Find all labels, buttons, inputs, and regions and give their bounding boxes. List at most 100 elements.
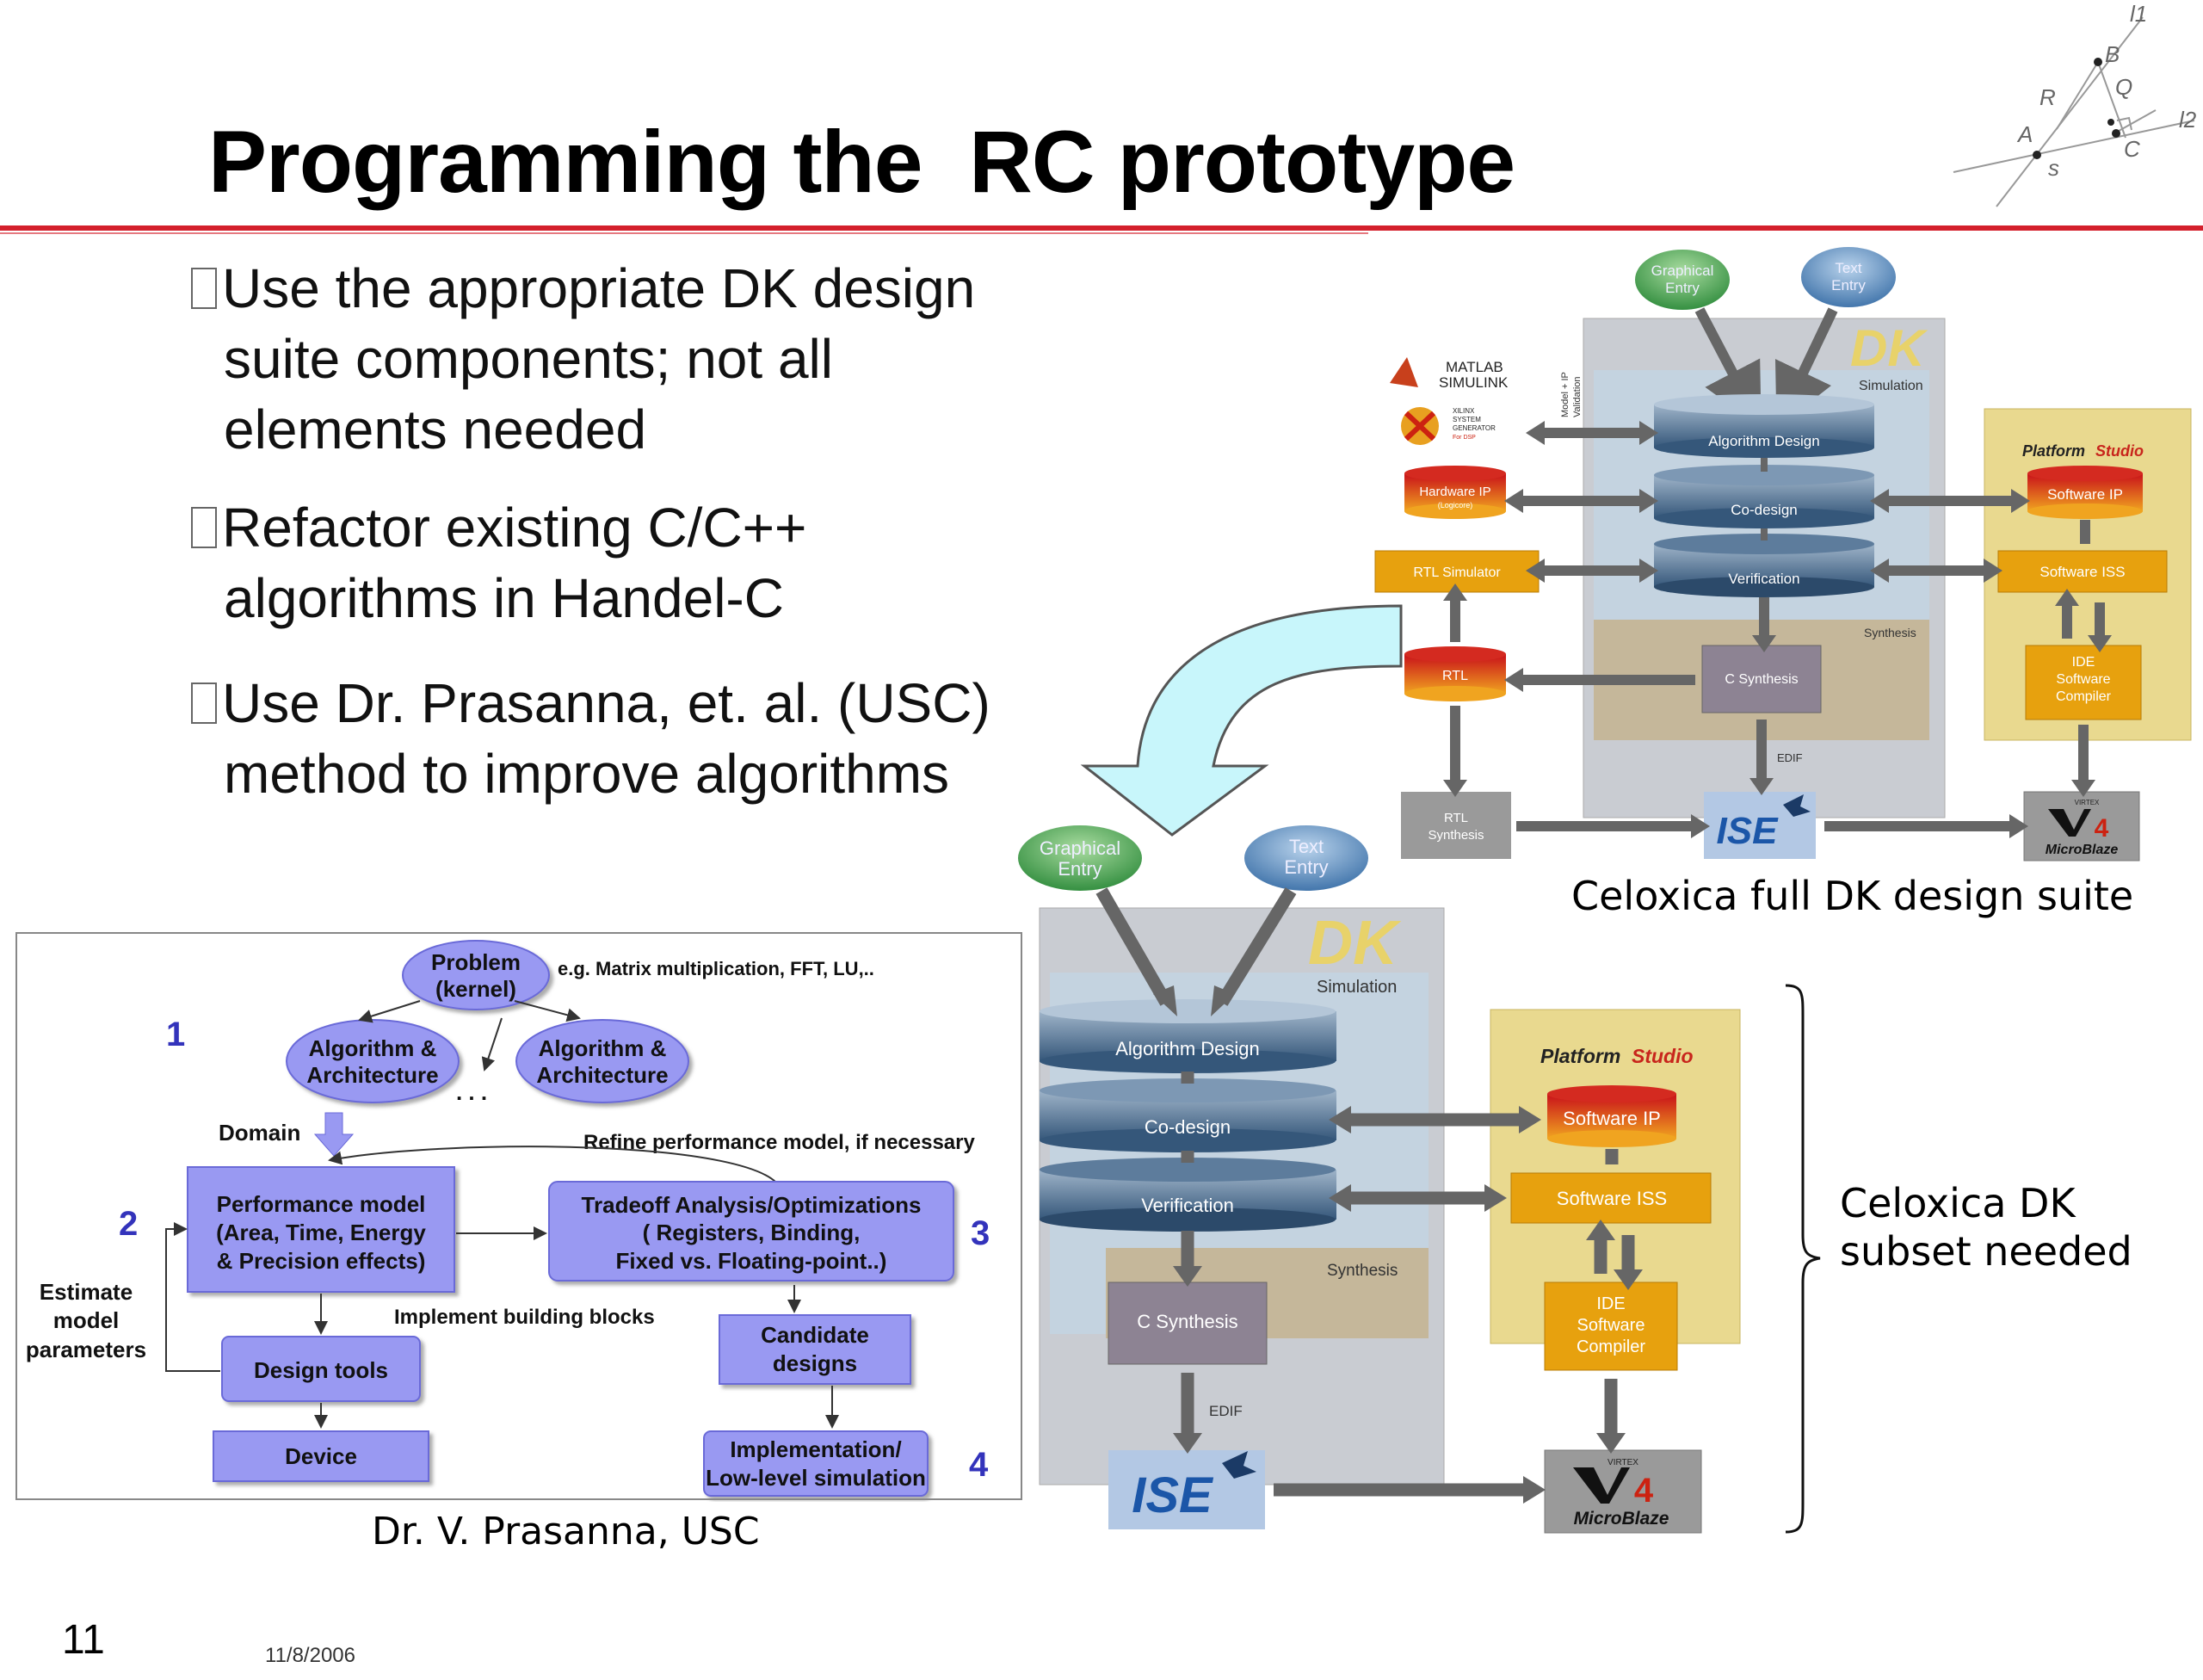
bullet-text: method to improve algorithms	[224, 743, 950, 805]
problem-node	[402, 940, 550, 1010]
svg-text:IDE: IDE	[1596, 1294, 1625, 1313]
step-number: 3	[971, 1214, 990, 1252]
algorithm-design-stage: Algorithm Design	[1654, 394, 1874, 458]
bullet-item: Use Dr. Prasanna, et. al. (USC) method t…	[191, 668, 990, 809]
codesign-stage: Co-design	[1040, 1078, 1336, 1152]
ellipsis: . . .	[456, 1079, 487, 1105]
bullet-item: Refactor existing C/C++ algorithms in Ha…	[191, 492, 806, 633]
slide-date: 11/8/2006	[265, 1644, 355, 1667]
graphical-entry-label: Entry	[1058, 858, 1102, 880]
text-entry-label: Entry	[1831, 277, 1866, 293]
svg-text:Compiler: Compiler	[1577, 1337, 1645, 1356]
model-ip-label: Validation	[1572, 377, 1583, 418]
sysgen-label: SYSTEM	[1453, 416, 1481, 423]
svg-text:Software ISS: Software ISS	[2039, 564, 2125, 580]
svg-text:Hardware IP: Hardware IP	[1419, 485, 1490, 499]
svg-text:C Synthesis: C Synthesis	[1725, 672, 1798, 687]
dk-logo: DK	[1308, 909, 1402, 978]
alg-arch-label: Architecture	[536, 1062, 668, 1088]
software-ip-stage: Software IP	[1547, 1085, 1676, 1147]
svg-text:Synthesis: Synthesis	[1428, 828, 1484, 843]
slide-title: Programming the RC prototype	[208, 113, 1515, 211]
svg-text:Software IP: Software IP	[2047, 486, 2123, 503]
tradeoff-label: Fixed vs. Floating-point..)	[616, 1248, 887, 1274]
full-suite-caption: Celoxica full DK design suite	[1571, 873, 2134, 919]
bullet-text: Refactor existing C/C++	[222, 497, 807, 559]
geometry-logo: l1 B R Q l2 A C s	[1953, 1, 2197, 207]
svg-text:Software IP: Software IP	[1563, 1108, 1661, 1129]
svg-text:VIRTEX: VIRTEX	[2075, 799, 2100, 806]
model-ip-label: Model + IP	[1560, 372, 1570, 417]
c-synthesis-box: C Synthesis	[1701, 645, 1822, 713]
svg-text:Co-design: Co-design	[1731, 502, 1798, 518]
text-entry-ball	[1244, 825, 1368, 891]
usc-caption: Dr. V. Prasanna, USC	[372, 1510, 760, 1553]
svg-text:Software: Software	[1577, 1316, 1645, 1335]
studio-label: Studio	[2095, 442, 2144, 460]
graphical-entry-ball	[1018, 825, 1142, 891]
bullet-text: Use Dr. Prasanna, et. al. (USC)	[222, 672, 990, 734]
refine-label: Refine performance model, if necessary	[583, 1131, 975, 1154]
alg-arch-node	[515, 1019, 689, 1103]
svg-text:VIRTEX: VIRTEX	[1608, 1458, 1638, 1467]
bullet-marker	[191, 268, 217, 309]
bullet-marker	[191, 682, 217, 724]
text-entry-ball	[1801, 247, 1896, 307]
slide-number: 11	[62, 1617, 105, 1663]
sysgen-label: XILINX	[1453, 407, 1475, 415]
logo-label: Q	[2115, 74, 2132, 100]
bullet-text: suite components; not all	[224, 328, 833, 390]
perf-model-label: (Area, Time, Energy	[216, 1220, 426, 1245]
alg-arch-label: Algorithm &	[539, 1035, 667, 1061]
sysgen-label: GENERATOR	[1453, 424, 1496, 432]
bullet-marker	[191, 507, 217, 548]
edif-label: EDIF	[1777, 751, 1803, 764]
candidate-label: designs	[773, 1350, 857, 1376]
software-iss-box: Software ISS	[1510, 1172, 1712, 1224]
tradeoff-node	[548, 1181, 954, 1282]
subset-caption: Celoxica DK subset needed	[1840, 1179, 2132, 1275]
impl-sim-node	[703, 1430, 929, 1497]
device-node	[213, 1430, 429, 1482]
svg-text:Verification: Verification	[1728, 571, 1799, 587]
text-entry-label: Entry	[1284, 856, 1328, 878]
microblaze-box: VIRTEX 4 MicroBlaze	[2023, 791, 2140, 862]
edif-label: EDIF	[1209, 1403, 1243, 1419]
svg-text:4: 4	[2095, 814, 2109, 843]
domain-label: Domain	[219, 1120, 300, 1146]
hardware-ip-stage: Hardware IP (Logicore)	[1404, 466, 1506, 519]
subset-caption-line: Celoxica DK	[1840, 1180, 2076, 1226]
svg-text:Verification: Verification	[1141, 1195, 1234, 1216]
ise-box: ISE	[1704, 792, 1816, 859]
svg-text:(Logicore): (Logicore)	[1438, 501, 1473, 510]
estimate-label: parameters	[26, 1337, 146, 1362]
logo-label: B	[2105, 41, 2120, 67]
sysgen-label: For DSP	[1453, 435, 1476, 441]
brace	[1785, 984, 1821, 1534]
perf-model-label: Performance model	[217, 1191, 426, 1217]
software-ip-stage: Software IP	[2027, 466, 2143, 519]
design-tools-node	[221, 1336, 421, 1402]
tradeoff-label: Tradeoff Analysis/Optimizations	[582, 1192, 922, 1218]
dk-logo: DK	[1850, 319, 1928, 377]
problem-label: Problem	[431, 949, 521, 975]
title-divider	[0, 225, 2203, 231]
title-divider-shadow	[0, 232, 1368, 234]
simulation-label: Simulation	[1859, 379, 1923, 393]
perf-model-label: & Precision effects)	[217, 1248, 426, 1274]
matlab-icon	[1390, 357, 1418, 387]
svg-text:IDE: IDE	[2072, 655, 2095, 670]
text-entry-label: Text	[1289, 836, 1324, 857]
alg-arch-node	[286, 1019, 460, 1103]
step-number: 4	[969, 1446, 989, 1484]
bullet-text: elements needed	[224, 398, 647, 460]
candidate-label: Candidate	[761, 1322, 869, 1348]
example-label: e.g. Matrix multiplication, FFT, LU,..	[558, 958, 874, 979]
svg-text:ISE: ISE	[1132, 1467, 1214, 1523]
full-dk-suite-diagram: DK Simulation Synthesis Model + IP Valid…	[1374, 247, 2192, 862]
design-tools-label: Design tools	[254, 1357, 388, 1383]
rtl-simulator-box: RTL Simulator	[1374, 550, 1540, 593]
c-synthesis-box: C Synthesis	[1108, 1282, 1268, 1365]
rtl-synthesis-box: RTL Synthesis	[1401, 792, 1511, 859]
problem-label: (kernel)	[435, 976, 516, 1002]
